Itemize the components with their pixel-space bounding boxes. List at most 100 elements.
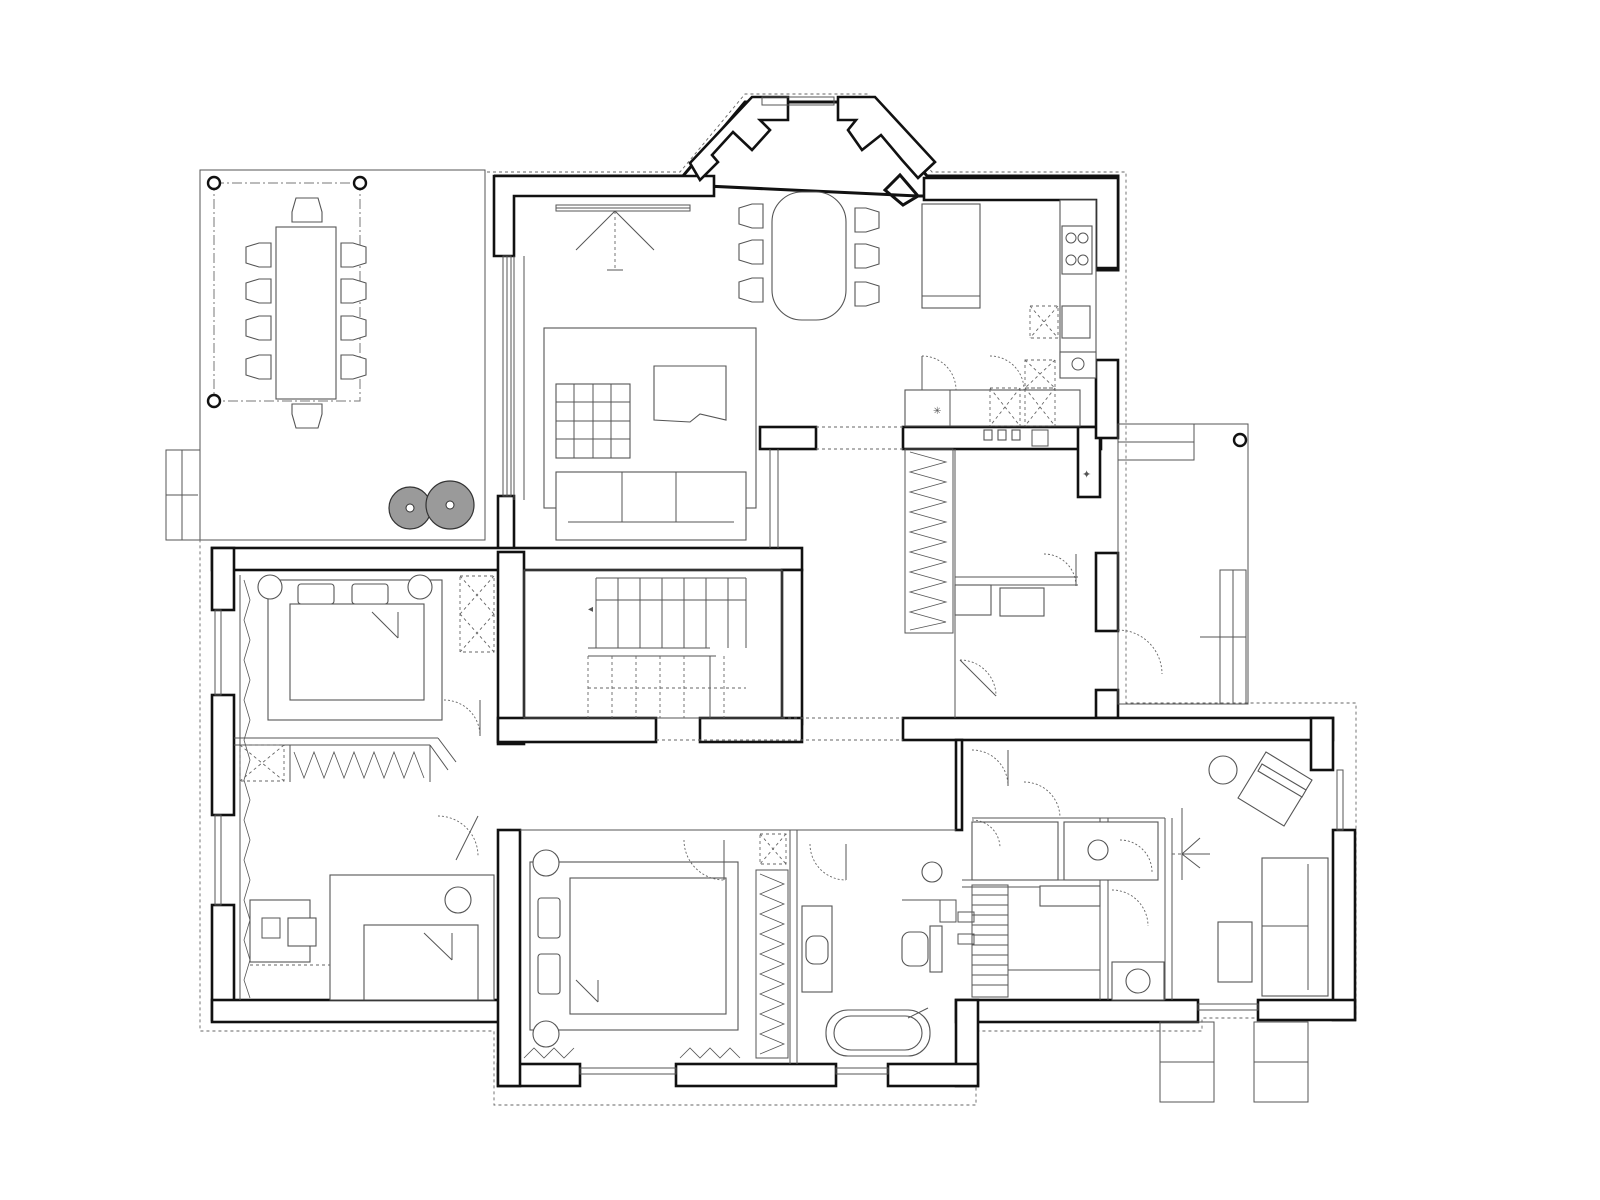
chair [340, 354, 367, 380]
chair [245, 315, 272, 341]
column [206, 393, 222, 409]
pillow [351, 583, 389, 605]
terrace [165, 169, 486, 541]
nightstand-lamp [532, 849, 560, 877]
terrace-outline [199, 169, 486, 541]
door-swing [1043, 553, 1077, 587]
appliance [989, 387, 1021, 427]
window [835, 1067, 889, 1075]
cabinet [971, 821, 1059, 881]
east-wing-wall [1331, 828, 1357, 1022]
shelf [957, 911, 975, 923]
double-bed [289, 603, 425, 701]
side-table [1208, 755, 1238, 785]
wardrobe [459, 575, 495, 653]
dining-area [738, 191, 880, 321]
sink [1059, 351, 1097, 379]
master-wall-west [496, 828, 522, 1088]
south-wall-bath [886, 1062, 980, 1088]
sauna-heater [1039, 885, 1101, 907]
plant-center [445, 500, 455, 510]
east-wall-stub [1094, 688, 1120, 720]
window [579, 1067, 677, 1075]
sofa [555, 471, 747, 541]
chair [245, 278, 272, 304]
east-terrace [1117, 423, 1309, 1103]
east-wall-top [1094, 358, 1120, 440]
outlet [1011, 429, 1021, 441]
burner-icon [1065, 232, 1077, 244]
door-swing [1111, 889, 1149, 927]
ensuite-wall [954, 738, 964, 832]
door-swing [971, 819, 1001, 849]
terrace-dining-set [245, 197, 367, 429]
bay-wall-right [836, 95, 937, 180]
plant-center [405, 503, 415, 513]
coffee-table [653, 365, 727, 423]
corridor-wall-a [496, 716, 658, 744]
west-wall-middle [210, 693, 236, 817]
south-wall-master [674, 1062, 838, 1088]
west-wall-upper [210, 546, 236, 612]
door-swing [971, 749, 1009, 787]
outlet [1031, 429, 1049, 447]
washer [954, 584, 992, 616]
south-wall-east [1256, 998, 1357, 1022]
wardrobe [904, 448, 954, 634]
svg-text:✳: ✳ [933, 406, 941, 417]
nightstand-lamp [257, 574, 283, 600]
svg-text:◂: ◂ [588, 604, 593, 615]
door-swing [959, 659, 997, 697]
nightstand-lamp [532, 1020, 560, 1048]
hanging-rail [293, 750, 425, 780]
dryer [999, 587, 1045, 617]
desk-lamp [261, 917, 281, 939]
west-wall-stub [496, 494, 516, 554]
vanity-sink [805, 935, 829, 965]
outlet [997, 429, 1007, 441]
north-wall-left-segment [492, 174, 716, 258]
door-swing [443, 699, 481, 737]
shower [1063, 821, 1159, 881]
door-swing [1023, 781, 1061, 819]
cistern [929, 925, 943, 973]
daybed-pillow [1257, 763, 1307, 798]
terrace-steps-left [165, 449, 201, 541]
windows [214, 96, 1344, 1075]
chair [854, 243, 880, 269]
chair [854, 207, 880, 233]
stair-wall-west [496, 550, 526, 746]
daybed [1237, 751, 1313, 827]
east-wall-upper [1076, 425, 1102, 499]
burner-icon [1077, 232, 1089, 244]
cabinet [239, 744, 285, 782]
burner-icon [1077, 254, 1089, 266]
appliance [1029, 305, 1059, 339]
sink-bowl [1071, 357, 1085, 371]
coffee-table [1217, 921, 1253, 983]
window [214, 814, 222, 906]
bedroom-1 [257, 574, 495, 737]
kitchen: ✳ [904, 199, 1097, 447]
bed [363, 924, 479, 1001]
chair [291, 403, 323, 429]
sauna-bench [971, 884, 1009, 998]
door-swing [1119, 839, 1153, 873]
round-table [444, 886, 472, 914]
master-bedroom [523, 833, 789, 1059]
potted-plants [388, 480, 475, 530]
living-pier [758, 425, 818, 451]
stair-wall-east [780, 568, 804, 726]
door-swing [921, 355, 957, 391]
hanging-rail [908, 451, 948, 631]
column [206, 175, 222, 191]
ensuite [971, 749, 1165, 1001]
burner-icon [1065, 254, 1077, 266]
oven [1061, 305, 1091, 339]
shower-drain [1087, 839, 1109, 861]
chair [245, 242, 272, 268]
appliance [1024, 359, 1056, 389]
oval-dining-table [771, 191, 847, 321]
column [1232, 432, 1248, 448]
nightstand-lamp [407, 574, 433, 600]
